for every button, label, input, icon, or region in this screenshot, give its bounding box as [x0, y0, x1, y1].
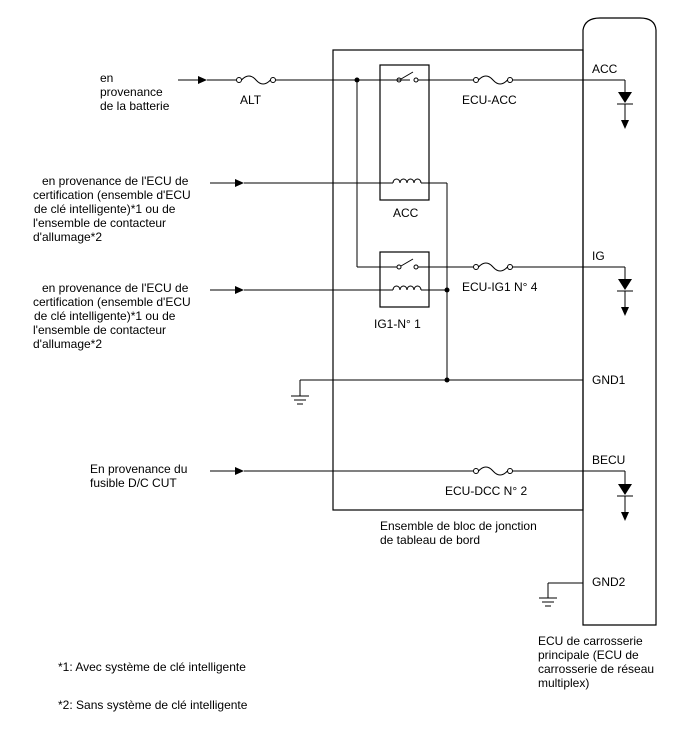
alt-fuse-symbol	[236, 75, 276, 85]
ig1-relay-label: IG1-N° 1	[374, 317, 421, 331]
terminal-becu-label: BECU	[592, 453, 625, 467]
ig-diode-symbol	[617, 279, 633, 316]
acc-relay-box	[379, 64, 430, 201]
junction-block	[332, 49, 584, 511]
acc-relay-coil	[392, 178, 422, 184]
ecu-dcc-fuse-label: ECU-DCC N° 2	[445, 484, 527, 498]
ig1-relay-switch	[390, 258, 429, 270]
ecu-ig1-fuse-symbol	[473, 262, 513, 272]
becu-diode-symbol	[617, 484, 633, 521]
dccut-source-label: En provenance du fusible D/C CUT	[90, 462, 191, 490]
acc-diode-symbol	[617, 92, 633, 129]
terminal-acc-label: ACC	[592, 62, 618, 76]
junction-dot-ig1-coil	[444, 287, 450, 293]
body-ecu-label: ECU de carrosserie principale (ECU de ca…	[538, 634, 657, 690]
ig1-relay-box	[379, 251, 430, 308]
dccut-input-arrow	[235, 467, 244, 475]
ecu-acc-fuse-symbol	[473, 75, 513, 85]
terminal-gnd1-label: GND1	[592, 373, 626, 387]
cert2-input-arrow	[235, 286, 244, 294]
cert1-source-label: en provenance de l'ECU de certification …	[33, 174, 194, 244]
junction-dot-gnd1	[444, 377, 450, 383]
footnote-2: *2: Sans système de clé intelligente	[58, 698, 248, 712]
ecu-ig1-fuse-label: ECU-IG1 N° 4	[462, 280, 538, 294]
ecu-acc-fuse-label: ECU-ACC	[462, 93, 517, 107]
body-ecu-block	[582, 17, 657, 626]
gnd2-ground-symbol	[539, 597, 557, 607]
alt-fuse-label: ALT	[240, 93, 262, 107]
battery-input-arrow	[198, 76, 207, 84]
ecu-dcc-fuse-symbol	[473, 466, 513, 476]
terminal-ig-label: IG	[592, 249, 605, 263]
acc-relay-label: ACC	[393, 206, 419, 220]
acc-relay-switch	[390, 71, 429, 83]
footnote-1: *1: Avec système de clé intelligente	[58, 660, 246, 674]
ig1-relay-coil	[392, 285, 422, 291]
gnd1-ground-symbol	[291, 395, 309, 405]
terminal-gnd2-label: GND2	[592, 575, 626, 589]
junction-block-label: Ensemble de bloc de jonction de tableau …	[380, 519, 540, 547]
cert1-input-arrow	[235, 179, 244, 187]
cert2-source-label: en provenance de l'ECU de certification …	[33, 281, 194, 351]
battery-source-label: en provenance de la batterie	[100, 71, 170, 113]
